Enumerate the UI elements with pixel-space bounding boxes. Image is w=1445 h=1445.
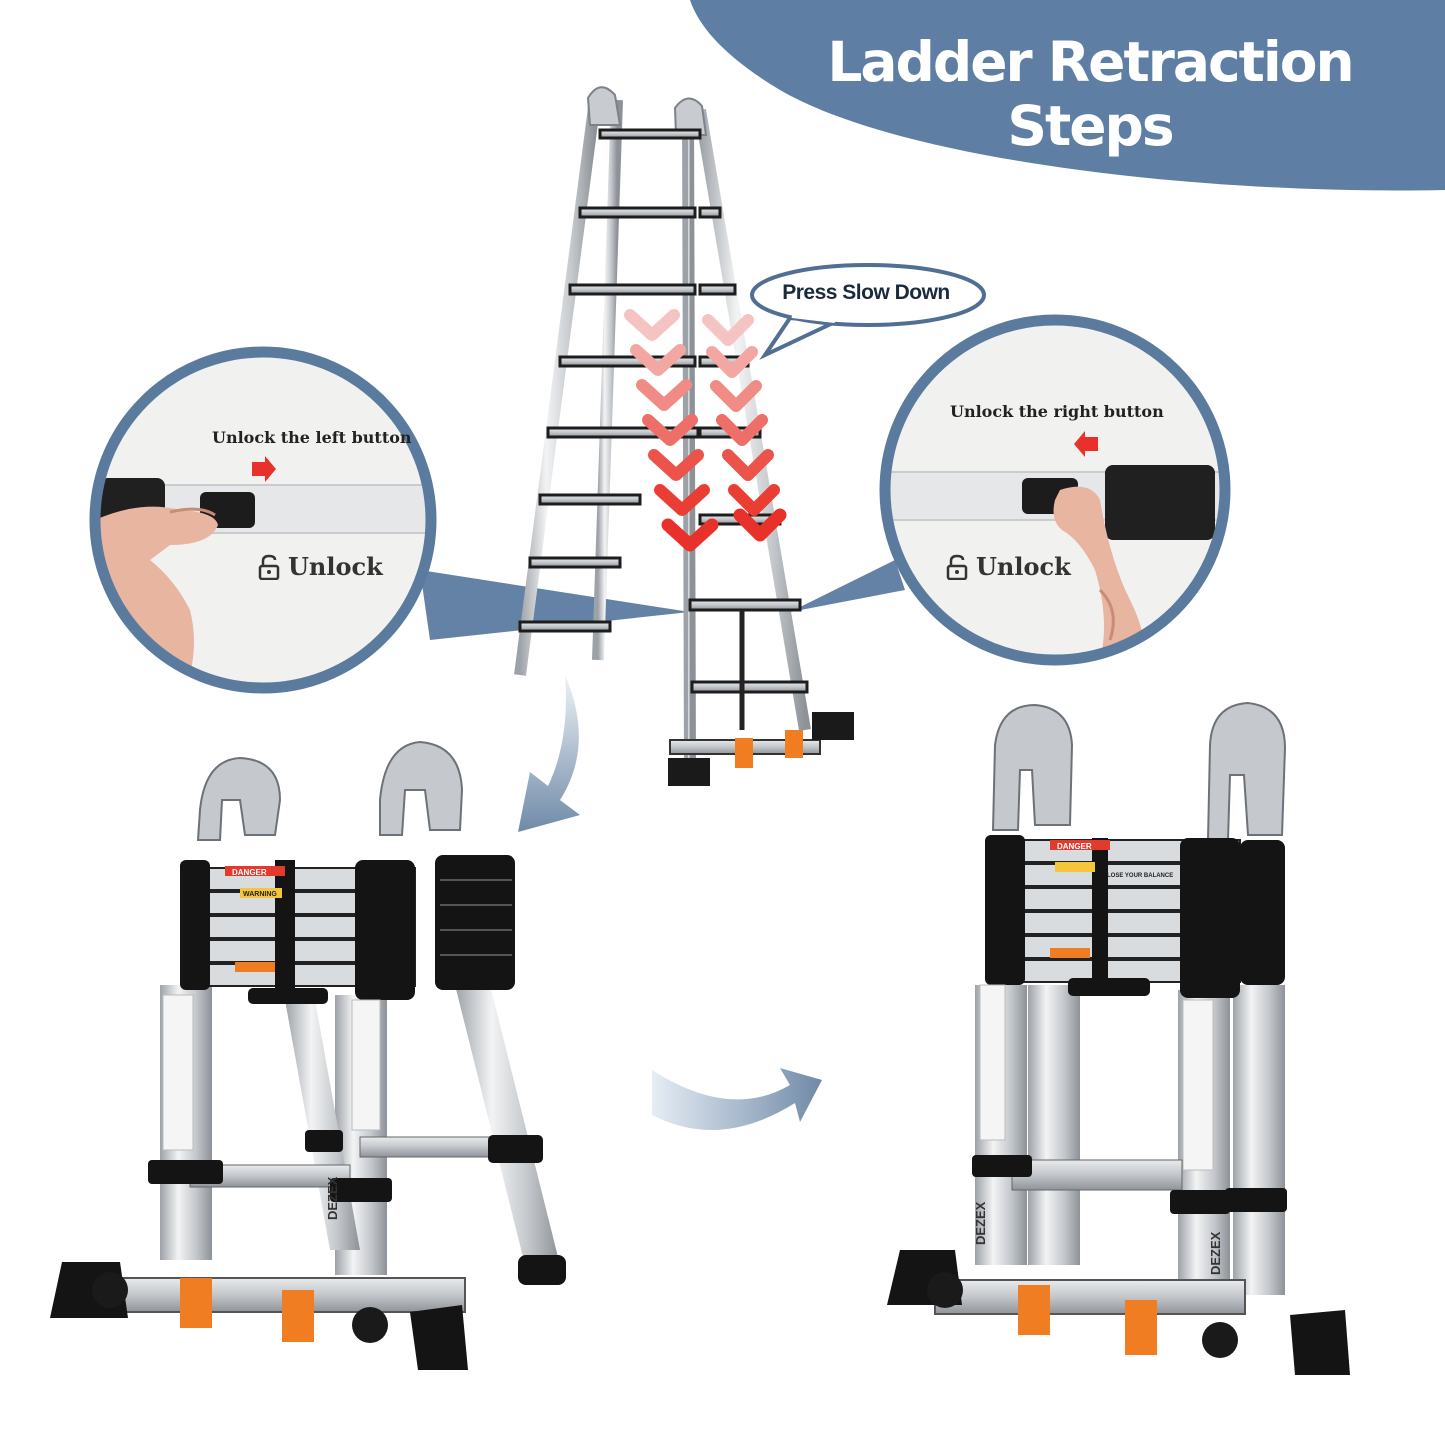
danger-label: DANGER — [232, 868, 267, 877]
flow-arrow-down — [518, 675, 580, 832]
title-banner — [690, 0, 1445, 191]
flow-arrow-right — [652, 1068, 822, 1130]
right-zoom-circle — [879, 314, 1231, 666]
brand-label-right-b: DEZEX — [1208, 1231, 1223, 1275]
press-down-arrows — [624, 309, 787, 552]
left-unlock-status: Unlock — [258, 552, 383, 581]
left-zoom-circle — [89, 346, 437, 694]
page-title: Ladder Retraction Steps — [827, 30, 1354, 158]
extended-ladder — [514, 86, 854, 786]
right-zoom-connector — [790, 560, 905, 612]
left-zoom-connector — [420, 570, 690, 640]
left-unlock-label: Unlock — [288, 552, 383, 581]
left-button-instruction: Unlock the left button — [212, 428, 412, 447]
press-slow-down-callout: Press Slow Down — [782, 281, 950, 304]
folded-ladder-left: DANGER WARNING DEZEX — [50, 740, 566, 1370]
right-unlock-label: Unlock — [976, 552, 1071, 581]
padlock-open-icon — [946, 554, 968, 580]
padlock-open-icon — [258, 554, 280, 580]
speech-bubble — [750, 263, 986, 360]
right-button-instruction: Unlock the right button — [950, 402, 1164, 421]
warning-label: WARNING — [243, 891, 277, 898]
folded-ladder-right: DANGER LOSE YOUR BALANCE DEZEX DEZEX — [887, 701, 1350, 1375]
brand-label: DEZEX — [325, 1176, 340, 1220]
danger-label-right: DANGER — [1057, 842, 1092, 851]
right-unlock-status: Unlock — [946, 552, 1071, 581]
brand-label-right-a: DEZEX — [973, 1201, 988, 1245]
balance-label: LOSE YOUR BALANCE — [1107, 873, 1173, 879]
